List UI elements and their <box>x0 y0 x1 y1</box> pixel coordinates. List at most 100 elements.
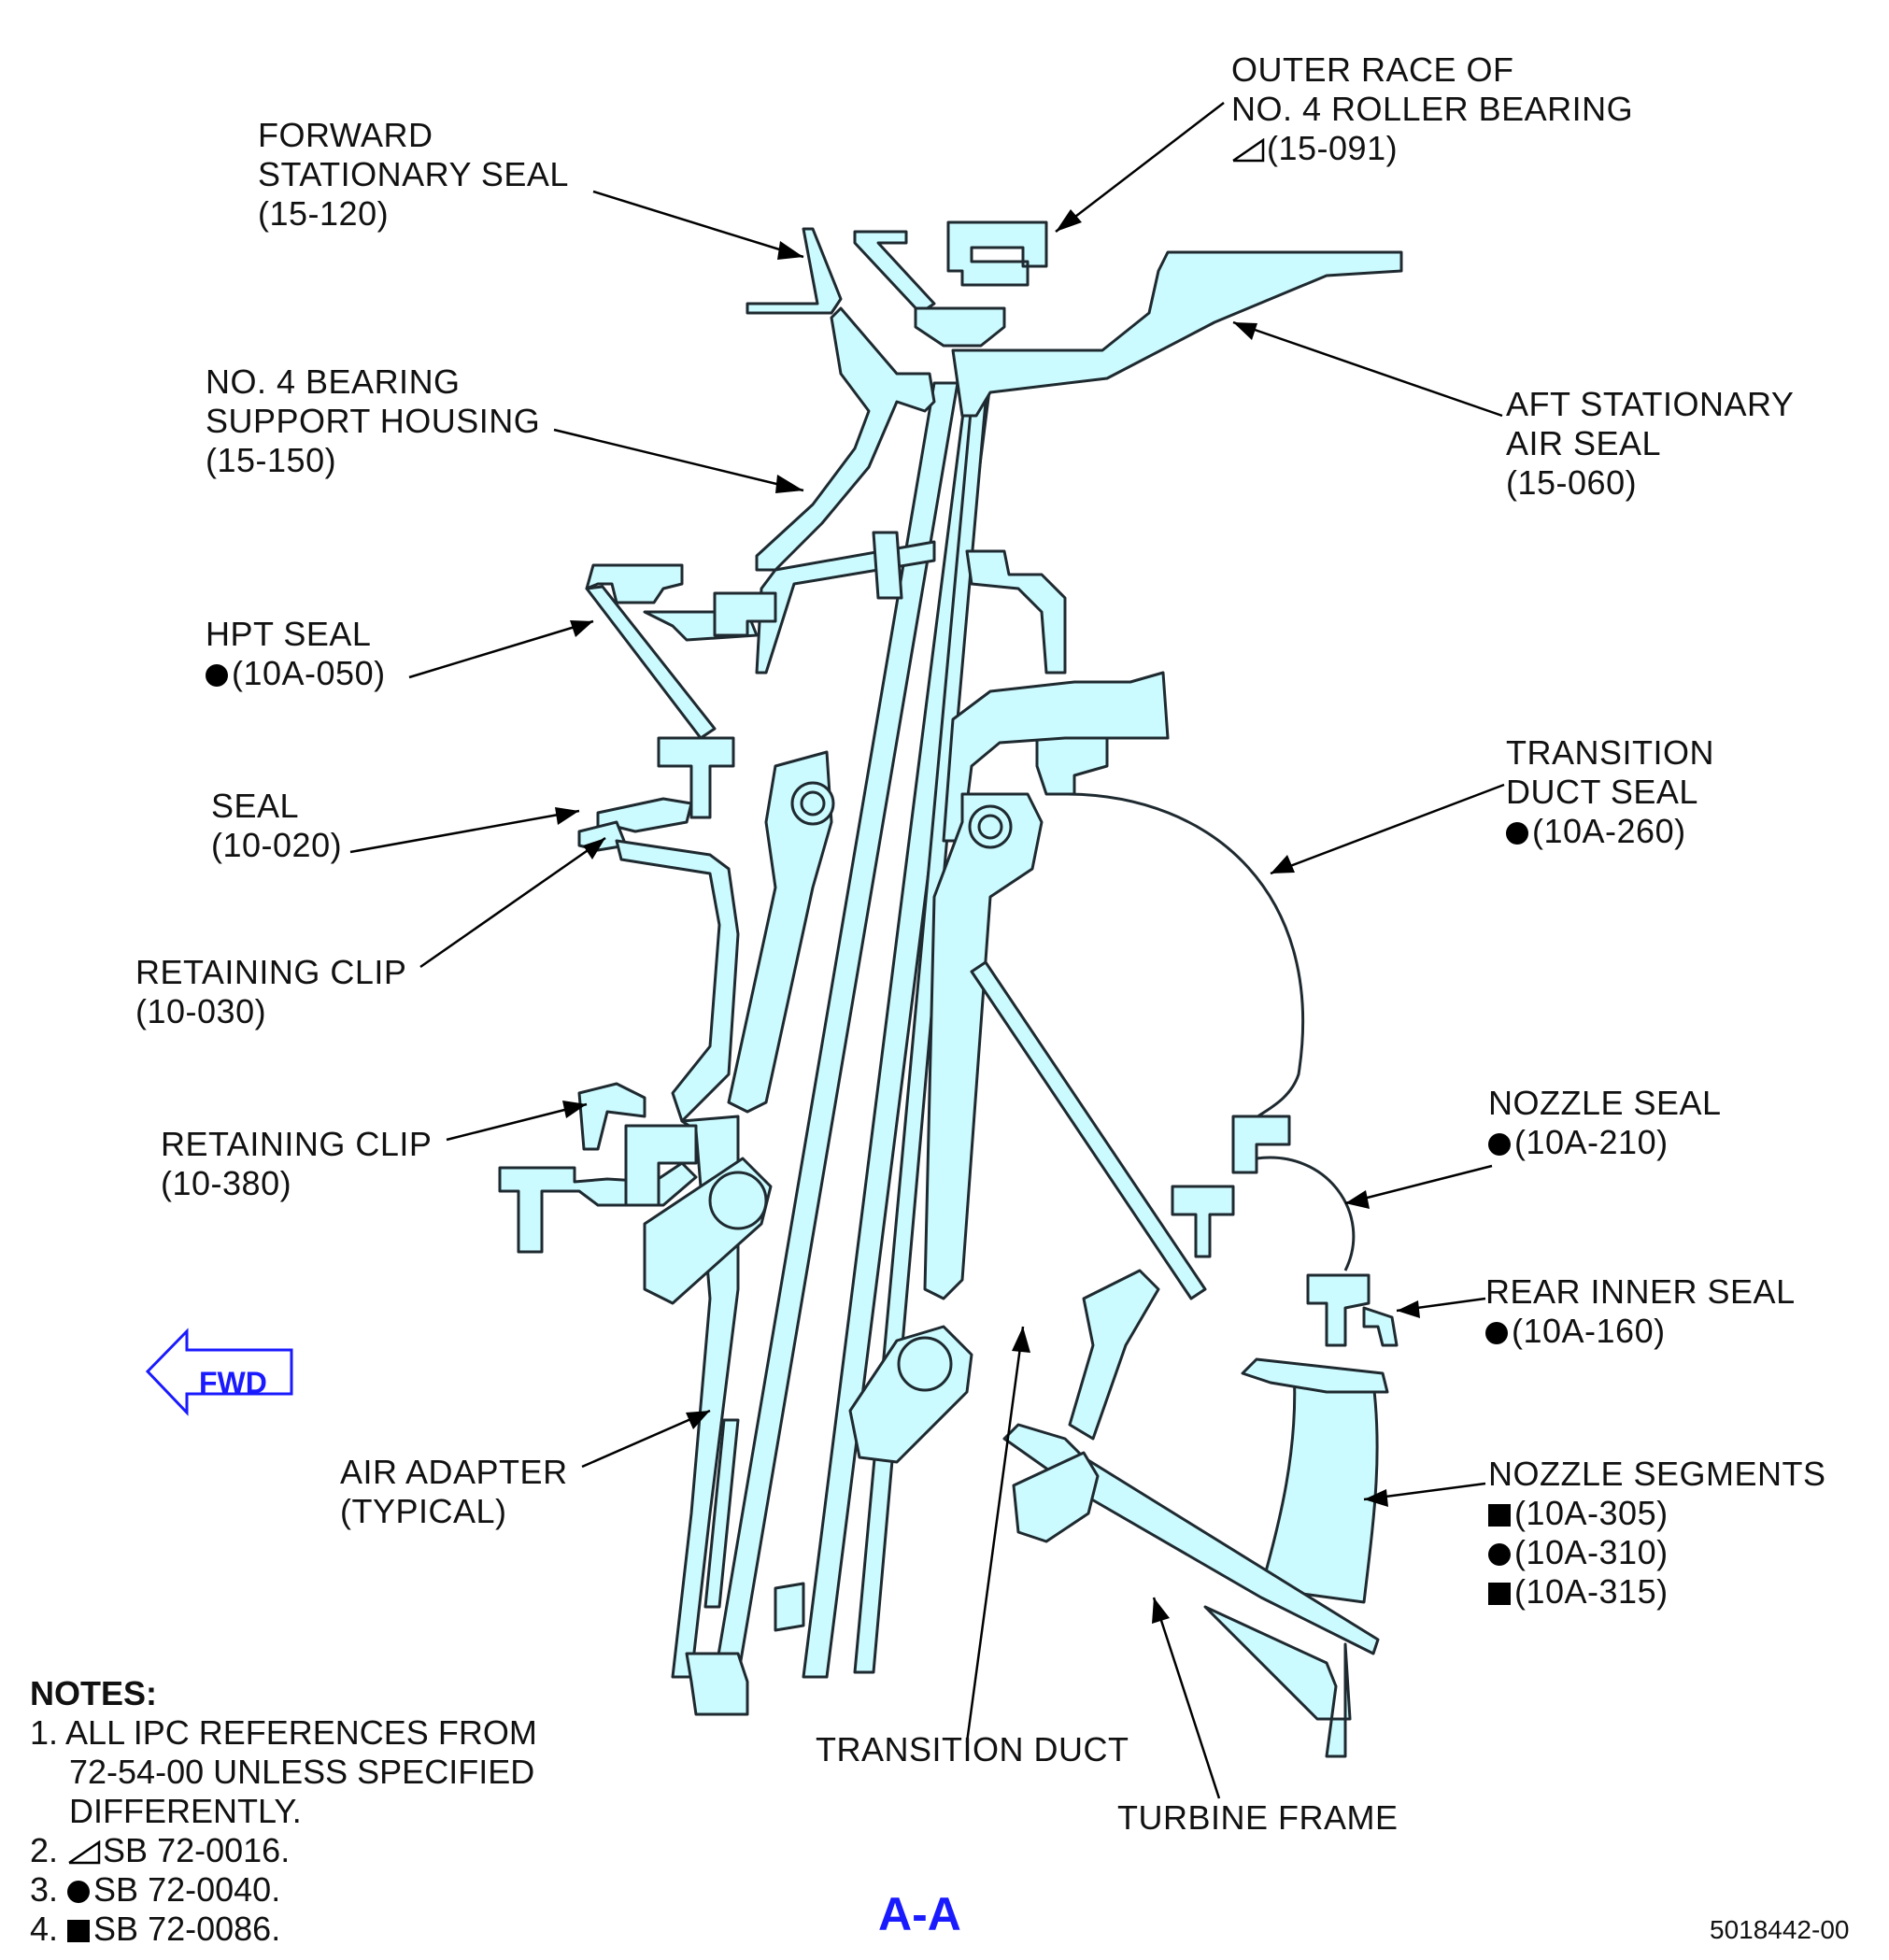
label-hpt-seal: HPT SEAL (10A-050) <box>206 615 386 693</box>
right-lower-pivot <box>897 1336 953 1392</box>
label-line: SEAL <box>211 787 300 825</box>
label-retaining-clip-380: RETAINING CLIP (10-380) <box>161 1125 432 1203</box>
clip-bracket <box>624 1124 698 1207</box>
note-text: SB 72-0016. <box>103 1831 291 1869</box>
label-line-with-symbol: (10A-160) <box>1485 1312 1796 1351</box>
label-line-with-symbol: (15-091) <box>1231 129 1633 168</box>
rear-inner-seal-part <box>1306 1273 1371 1347</box>
leader-retaining-clip-380 <box>446 1102 588 1142</box>
label-transition-duct-seal: TRANSITION DUCT SEAL (10A-260) <box>1506 733 1714 851</box>
retaining-clip-10-380-part <box>577 1082 646 1151</box>
label-line: AFT STATIONARY <box>1506 385 1795 423</box>
label-line: TRANSITION <box>1506 733 1715 772</box>
forward-stationary-seal-part <box>746 227 843 315</box>
aft-stationary-air-seal-part <box>951 250 1403 418</box>
left-lower-pivot <box>708 1171 768 1230</box>
transition-duct-seal-curve <box>1064 792 1304 1123</box>
note-text: 72-54-00 UNLESS SPECIFIED <box>69 1753 535 1791</box>
label-text: (10A-305) <box>1514 1494 1669 1532</box>
label-retaining-clip-030: RETAINING CLIP (10-030) <box>135 953 406 1031</box>
right-flange <box>965 549 1067 675</box>
upper-bracket <box>853 230 936 315</box>
leader-outer-race <box>1055 102 1225 233</box>
bearing-hub <box>914 306 1006 348</box>
left-lever <box>727 750 833 1114</box>
note-text: DIFFERENTLY. <box>69 1792 302 1830</box>
label-line: (15-060) <box>1506 463 1638 502</box>
label-text: (10A-160) <box>1512 1312 1666 1350</box>
right-lever <box>923 792 1044 1300</box>
label-line: (10-020) <box>211 826 343 864</box>
leader-hpt-seal <box>408 619 594 679</box>
label-outer-race: OUTER RACE OF NO. 4 ROLLER BEARING (15-0… <box>1231 50 1633 168</box>
label-line: RETAINING CLIP <box>135 953 407 991</box>
label-text: (15-091) <box>1267 129 1399 167</box>
notes-title: NOTES: <box>30 1674 158 1712</box>
arrowhead-forward-seal <box>777 241 803 260</box>
lower-left-terminal <box>685 1652 749 1716</box>
arrowhead-rear-inner-seal <box>1397 1300 1420 1318</box>
label-line-with-symbol: (10A-305) <box>1488 1494 1826 1533</box>
label-line: HPT SEAL <box>206 615 372 653</box>
leader-transition-duct-seal <box>1270 783 1505 875</box>
arrowhead-aft-seal <box>1233 322 1257 340</box>
leader-retaining-clip-030 <box>419 836 606 969</box>
note-item: 2. SB 72-0016. <box>30 1831 537 1870</box>
leader-nozzle-seal <box>1344 1164 1493 1205</box>
seal-bracket-b <box>657 736 735 819</box>
square-note-icon <box>67 1920 91 1942</box>
nozzle-seal-curve <box>1256 1156 1356 1271</box>
label-line: (10-030) <box>135 992 267 1030</box>
hpt-seal-arm <box>585 585 717 740</box>
label-line: (10-380) <box>161 1164 292 1202</box>
arrowhead-nozzle-segments <box>1364 1489 1388 1507</box>
label-line: FORWARD <box>258 116 433 154</box>
label-line: NO. 4 BEARING <box>206 362 461 401</box>
arrowhead-air-adapter <box>686 1411 710 1429</box>
turbine-frame-bracket <box>1012 1451 1100 1543</box>
label-air-adapter: AIR ADAPTER (TYPICAL) <box>340 1453 568 1531</box>
square-note-icon <box>1488 1504 1511 1527</box>
label-text: (10A-050) <box>232 654 386 692</box>
outer-race-part <box>946 220 1048 287</box>
note-number: 4. <box>30 1910 59 1948</box>
right-pivot-inner <box>977 814 1003 840</box>
label-line: (15-150) <box>206 441 337 479</box>
arrowhead-nozzle-seal <box>1345 1190 1370 1209</box>
label-line: STATIONARY SEAL <box>258 155 569 193</box>
note-number: 3. <box>30 1870 59 1909</box>
bearing-support-housing-part <box>755 306 936 572</box>
drawing-number: 5018442-00 <box>1710 1915 1850 1944</box>
circle-note-icon <box>1488 1543 1511 1566</box>
label-line: REAR INNER SEAL <box>1485 1272 1796 1311</box>
leader-forward-stationary-seal <box>592 190 804 259</box>
nozzle-seal-bracket <box>1231 1115 1291 1174</box>
circle-note-icon <box>1488 1133 1511 1156</box>
fwd-arrow-label: FWD <box>199 1366 267 1399</box>
circle-note-icon <box>206 664 228 687</box>
arrowhead-seal <box>555 807 579 825</box>
triangle-note-icon <box>68 1840 101 1865</box>
nozzle-seal-lower <box>1171 1185 1235 1258</box>
label-text: (10A-310) <box>1514 1533 1669 1571</box>
note-number: 2. <box>30 1831 59 1869</box>
transition-duct-wall <box>970 960 1207 1300</box>
arrowhead-turbine-frame <box>1152 1598 1170 1624</box>
circle-note-icon <box>1506 822 1528 845</box>
turbine-frame-part <box>1002 1423 1380 1655</box>
note-text: SB 72-0086. <box>93 1910 281 1948</box>
label-line: (15-120) <box>258 194 390 233</box>
label-line: AIR ADAPTER <box>340 1453 568 1491</box>
label-line-with-symbol: (10A-310) <box>1488 1533 1826 1572</box>
nozzle-lower-flange <box>1241 1357 1389 1394</box>
arrowhead-retaining-clip-380 <box>562 1101 587 1118</box>
label-line: NOZZLE SEAL <box>1488 1084 1722 1122</box>
label-forward-stationary-seal: FORWARD STATIONARY SEAL (15-120) <box>258 116 569 234</box>
arrowhead-outer-race <box>1056 209 1082 232</box>
label-line-with-symbol: (10A-315) <box>1488 1572 1826 1612</box>
air-adapter-tube <box>703 1418 740 1609</box>
seal-bracket-a <box>713 591 777 637</box>
label-line: OUTER RACE OF <box>1231 50 1514 89</box>
